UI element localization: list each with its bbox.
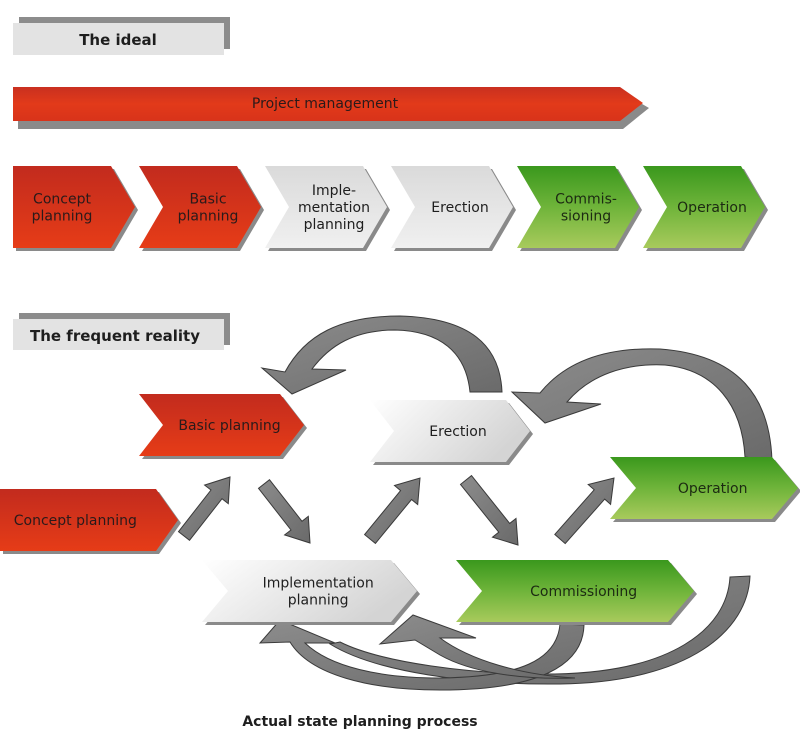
- arrow-commissioning-to-operation: [554, 477, 615, 545]
- node-implementation-shape: [202, 560, 417, 622]
- node-implementation-label: planning: [288, 592, 349, 608]
- ideal-step-4: Erection: [391, 166, 516, 251]
- feedback-arrows: [258, 315, 773, 691]
- project-management-bar: Project management: [13, 87, 649, 129]
- node-commissioning-shape: [456, 560, 694, 622]
- ideal-step-6-shape: [643, 166, 765, 248]
- feedback-arrow-erection-to-basic: [260, 315, 503, 395]
- arrow-implementation-to-erection: [363, 477, 421, 545]
- ideal-step-3-label: Imple-: [312, 183, 356, 199]
- ideal-step-3-label: planning: [304, 217, 365, 233]
- reality-nodes: Concept planning Basic planning ErectionOp…: [0, 394, 800, 625]
- ideal-step-2-label: planning: [178, 208, 239, 224]
- node-commissioning: Commissioning: [456, 560, 697, 625]
- ideal-header-box: [13, 23, 224, 55]
- ideal-step-1-shape: [13, 166, 135, 248]
- node-concept-label: Concept planning: [14, 513, 137, 529]
- ideal-step-5-shape: [517, 166, 639, 248]
- ideal-step-1-label: Concept: [33, 192, 91, 208]
- ideal-step-6: Operation: [643, 166, 768, 251]
- ideal-header-label: The ideal: [79, 31, 157, 49]
- node-erection-shape: [370, 400, 530, 462]
- ideal-step-2-label: Basic: [189, 192, 226, 208]
- project-bar-label: Project management: [252, 96, 399, 112]
- arrow-concept-to-basic: [177, 476, 231, 542]
- ideal-steps: ConceptplanningBasicplanningImple-mentat…: [13, 166, 768, 251]
- node-operation-shape: [610, 457, 798, 519]
- feedback-arrow-operation-to-erection: [510, 348, 773, 462]
- ideal-step-2-shape: [139, 166, 261, 248]
- node-erection-label: Erection: [429, 424, 486, 440]
- reality-header: The frequent reality: [13, 313, 230, 350]
- node-operation: Operation: [610, 457, 800, 522]
- ideal-step-4-shape: [391, 166, 513, 248]
- node-implementation-label: Implementation: [263, 576, 374, 592]
- node-basic: Basic planning: [139, 394, 307, 459]
- ideal-header: The ideal: [13, 17, 230, 55]
- ideal-step-5: Commis-sioning: [517, 166, 642, 251]
- arrow-basic-to-implementation: [257, 478, 311, 544]
- ideal-step-3-label: mentation: [298, 200, 370, 216]
- ideal-step-5-label: Commis-: [555, 192, 617, 208]
- arrow-erection-to-commissioning: [459, 474, 519, 546]
- diagram-caption: Actual state planning process: [242, 714, 477, 730]
- ideal-step-6-label: Operation: [677, 200, 747, 216]
- node-erection: Erection: [370, 400, 533, 465]
- feedback-arrow-head-commissioning: [378, 614, 576, 679]
- node-concept-shape: [0, 489, 178, 551]
- ideal-step-5-label: sioning: [561, 208, 611, 224]
- node-basic-shape: [139, 394, 304, 456]
- feedback-arrow-operation-to-implementation: [328, 575, 751, 685]
- project-bar-shape: [13, 87, 643, 121]
- ideal-step-4-label: Erection: [431, 200, 488, 216]
- forward-arrows: [177, 474, 615, 546]
- reality-header-box: [13, 319, 224, 350]
- node-basic-label: Basic planning: [178, 418, 280, 434]
- ideal-step-3-shape: [265, 166, 387, 248]
- ideal-step-1-label: planning: [32, 208, 93, 224]
- node-commissioning-label: Commissioning: [530, 584, 637, 600]
- node-concept: Concept planning: [0, 489, 181, 554]
- reality-header-label: The frequent reality: [30, 327, 200, 345]
- node-operation-label: Operation: [678, 481, 748, 497]
